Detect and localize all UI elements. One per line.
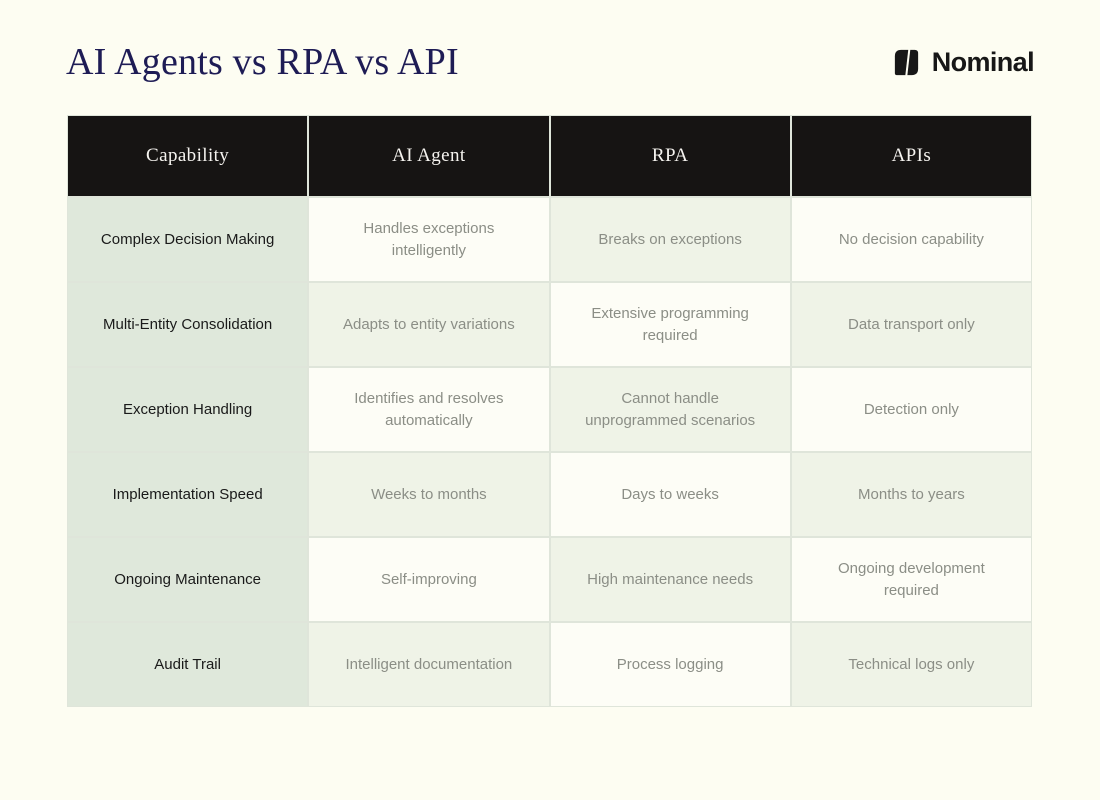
table-row: Audit Trail Intelligent documentation Pr…: [66, 622, 1033, 707]
ai-agent-cell: Identifies and resolves automatically: [308, 367, 550, 452]
table-body: Complex Decision Making Handles exceptio…: [66, 197, 1033, 707]
apis-cell: Technical logs only: [790, 622, 1033, 707]
rpa-cell: Process logging: [549, 622, 791, 707]
header-capability: Capability: [66, 115, 309, 197]
nominal-logo-icon: [894, 49, 918, 75]
capability-cell: Exception Handling: [66, 367, 309, 452]
capability-cell: Audit Trail: [66, 622, 309, 707]
capability-cell: Implementation Speed: [66, 452, 309, 537]
comparison-table: Capability AI Agent RPA APIs Complex Dec…: [66, 114, 1033, 708]
header-ai-agent: AI Agent: [308, 115, 550, 197]
brand-name: Nominal: [931, 46, 1035, 77]
header-rpa: RPA: [549, 115, 791, 197]
ai-agent-cell: Weeks to months: [308, 452, 550, 537]
apis-cell: Detection only: [790, 367, 1033, 452]
table-row: Multi-Entity Consolidation Adapts to ent…: [66, 282, 1033, 367]
apis-cell: Ongoing development required: [790, 537, 1033, 622]
rpa-cell: Extensive programming required: [549, 282, 791, 367]
rpa-cell: Breaks on exceptions: [549, 197, 791, 282]
ai-agent-cell: Handles exceptions intelligently: [308, 197, 550, 282]
ai-agent-cell: Intelligent documentation: [308, 622, 550, 707]
brand-logo: Nominal: [891, 46, 1035, 78]
table-header: Capability AI Agent RPA APIs: [66, 115, 1033, 197]
capability-cell: Ongoing Maintenance: [66, 537, 309, 622]
table-row: Ongoing Maintenance Self-improving High …: [66, 537, 1033, 622]
ai-agent-cell: Adapts to entity variations: [308, 282, 550, 367]
table-row: Implementation Speed Weeks to months Day…: [66, 452, 1033, 537]
rpa-cell: High maintenance needs: [549, 537, 791, 622]
apis-cell: Months to years: [790, 452, 1033, 537]
table-row: Exception Handling Identifies and resolv…: [66, 367, 1033, 452]
rpa-cell: Cannot handle unprogrammed scenarios: [549, 367, 791, 452]
page-title: AI Agents vs RPA vs API: [66, 41, 459, 83]
comparison-table-container: Capability AI Agent RPA APIs Complex Dec…: [66, 114, 1034, 708]
capability-cell: Multi-Entity Consolidation: [66, 282, 309, 367]
apis-cell: Data transport only: [790, 282, 1033, 367]
page-header: AI Agents vs RPA vs API Nominal: [0, 36, 1100, 88]
header-row: Capability AI Agent RPA APIs: [66, 115, 1033, 197]
ai-agent-cell: Self-improving: [308, 537, 550, 622]
apis-cell: No decision capability: [790, 197, 1033, 282]
capability-cell: Complex Decision Making: [66, 197, 309, 282]
table-row: Complex Decision Making Handles exceptio…: [66, 197, 1033, 282]
rpa-cell: Days to weeks: [549, 452, 791, 537]
header-apis: APIs: [790, 115, 1033, 197]
